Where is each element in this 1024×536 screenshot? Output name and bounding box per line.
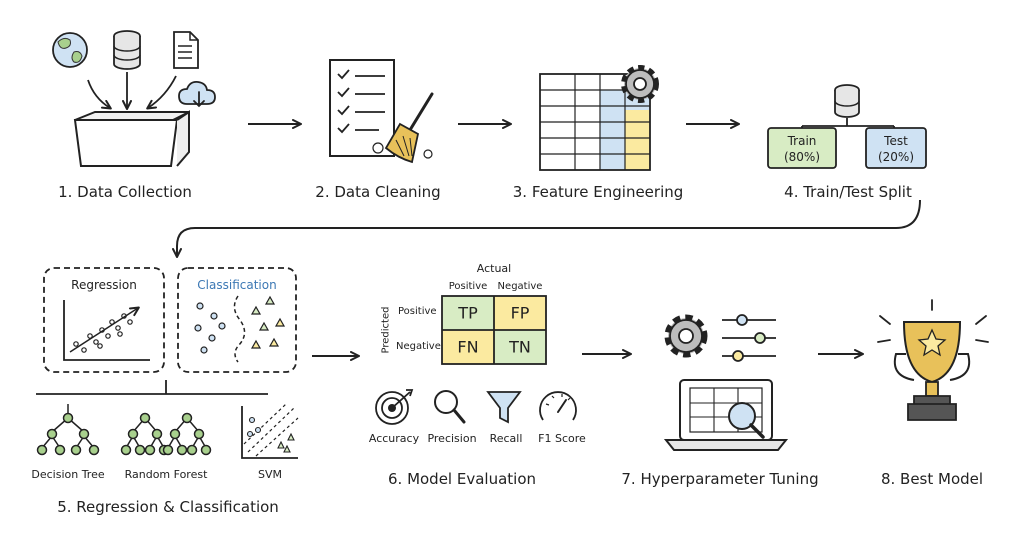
test-label: Test	[884, 134, 908, 148]
cm-actual-label: Actual	[476, 262, 512, 275]
funnel-icon	[486, 391, 522, 424]
cm-fn: FN	[457, 337, 479, 357]
regression-plot	[63, 300, 150, 361]
fp-cell	[494, 296, 546, 330]
laptop-icon	[663, 379, 789, 451]
regression-title: Regression	[71, 278, 137, 292]
svm-icon	[241, 403, 299, 459]
test-percent: (20%)	[877, 150, 915, 164]
magnifier-icon	[728, 402, 765, 439]
gear-icon	[664, 314, 708, 358]
row-connector-arrow	[172, 199, 921, 258]
train-box	[767, 127, 837, 169]
gear-icon	[621, 65, 659, 103]
confusion-matrix-grid	[441, 295, 547, 365]
model-branch-connector	[36, 380, 268, 395]
accuracy-label: Accuracy	[368, 432, 420, 445]
step-label-feature-engineering: 3. Feature Engineering	[512, 183, 684, 201]
svm-label: SVM	[258, 468, 282, 481]
step-label-data-collection: 1. Data Collection	[58, 183, 192, 201]
gauge-icon	[539, 391, 577, 421]
precision-label: Precision	[427, 432, 477, 445]
cloud-download-icon	[178, 80, 216, 108]
database-icon	[113, 30, 141, 70]
recall-label: Recall	[489, 432, 523, 445]
step-label-hyperparameter-tuning: 7. Hyperparameter Tuning	[621, 470, 819, 488]
magnifier-icon	[434, 390, 466, 424]
tp-cell	[442, 296, 494, 330]
cm-fp: FP	[510, 303, 530, 323]
f1-score-label: F1 Score	[538, 432, 586, 445]
classification-plot	[194, 295, 286, 363]
random-forest-icon	[120, 412, 212, 456]
cm-predicted-label: Predicted	[380, 306, 392, 354]
cm-tp: TP	[458, 303, 478, 323]
decision-tree-icon	[36, 404, 100, 456]
step-label-data-cleaning: 2. Data Cleaning	[315, 183, 441, 201]
database-icon	[834, 84, 860, 118]
cm-positive-row: Positive	[398, 306, 437, 317]
test-box	[865, 127, 927, 169]
train-percent: (80%)	[783, 150, 821, 164]
globe-icon	[52, 32, 88, 68]
spreadsheet-icon	[539, 73, 651, 171]
train-label: Train	[787, 134, 817, 148]
cm-negative-col: Negative	[497, 281, 543, 292]
step-label-best-model: 8. Best Model	[880, 470, 984, 488]
collection-arrows	[87, 72, 177, 110]
sliders-icon	[722, 314, 776, 362]
trophy-icon	[877, 299, 989, 421]
data-bin-icon	[73, 110, 190, 167]
step-label-regression-classification: 5. Regression & Classification	[57, 498, 279, 516]
tn-cell	[494, 330, 546, 364]
classification-title: Classification	[197, 278, 277, 292]
cm-tn: TN	[509, 337, 531, 357]
regression-panel	[43, 267, 165, 373]
fn-cell	[442, 330, 494, 364]
target-icon	[375, 389, 414, 425]
step-label-train-test-split: 4. Train/Test Split	[784, 183, 912, 201]
classification-panel	[177, 267, 297, 373]
random-forest-label: Random Forest	[124, 468, 208, 481]
document-icon	[173, 31, 199, 69]
cm-positive-col: Positive	[448, 281, 488, 292]
flow-arrows-bottom	[312, 349, 864, 361]
step-label-model-evaluation: 6. Model Evaluation	[387, 470, 537, 488]
decision-tree-label: Decision Tree	[31, 468, 105, 481]
cm-negative-row: Negative	[396, 341, 441, 352]
broom-icon	[372, 92, 434, 164]
checklist-icon	[329, 59, 395, 157]
